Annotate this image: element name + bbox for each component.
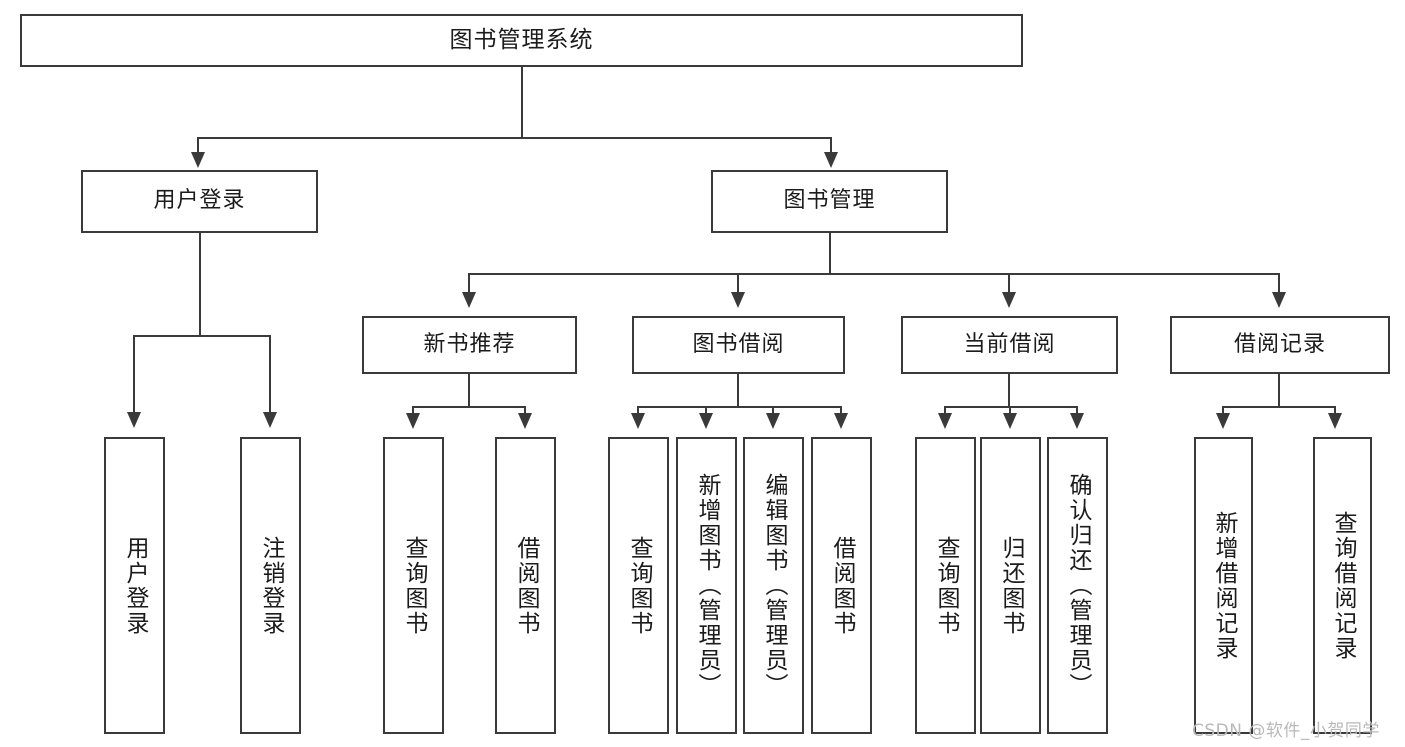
connector-to-borrow-record	[1278, 273, 1280, 298]
node-label: 注销登录	[257, 535, 284, 636]
node-label: 借阅记录	[1233, 331, 1326, 357]
connector-root-stem	[521, 67, 523, 139]
node-label: 归还图书	[997, 535, 1024, 636]
connector-book-borrow-stem	[737, 374, 739, 408]
connector-book-borrow-leaf3	[772, 406, 774, 418]
leaf-current-borrow-confirm[interactable]: 确认归还（管理员）	[1047, 437, 1108, 734]
leaf-current-borrow-return[interactable]: 归还图书	[980, 437, 1041, 734]
connector-root-bus	[197, 137, 832, 139]
leaf-user-login-logout[interactable]: 注销登录	[240, 437, 301, 734]
leaf-book-borrow-borrow[interactable]: 借阅图书	[811, 437, 872, 734]
arrowhead-book-borrow	[731, 292, 745, 308]
leaf-book-borrow-query[interactable]: 查询图书	[608, 437, 669, 734]
connector-borrow-record-leaf1	[1222, 406, 1224, 418]
watermark-text: CSDN @软件_小贺同学	[1192, 721, 1380, 741]
connector-user-login-bus	[133, 335, 271, 337]
connector-new-book-leaf1	[412, 406, 414, 418]
connector-book-borrow-leaf1	[637, 406, 639, 418]
arrowhead-book-borrow-leaf1	[631, 413, 645, 429]
connector-current-borrow-leaf2	[1009, 406, 1011, 418]
connector-current-borrow-leaf3	[1076, 406, 1078, 418]
leaf-new-book-query[interactable]: 查询图书	[383, 437, 444, 734]
connector-book-borrow-leaf4	[840, 406, 842, 418]
arrowhead-user-login-leaf2	[263, 412, 277, 428]
arrowhead-book-borrow-leaf4	[834, 413, 848, 429]
node-label: 用户登录	[153, 188, 246, 214]
node-label: 查询图书	[625, 535, 652, 636]
leaf-borrow-record-query[interactable]: 查询借阅记录	[1313, 437, 1372, 734]
arrowhead-new-book-leaf1	[406, 413, 420, 429]
connector-new-book-bus	[412, 406, 526, 408]
node-label: 当前借阅	[963, 331, 1056, 357]
leaf-user-login-login[interactable]: 用户登录	[104, 437, 165, 734]
arrowhead-current-borrow-leaf3	[1070, 413, 1084, 429]
node-user-login[interactable]: 用户登录	[81, 170, 318, 233]
connector-new-book-leaf2	[524, 406, 526, 418]
leaf-book-borrow-add[interactable]: 新增图书（管理员）	[676, 437, 737, 734]
node-book-management[interactable]: 图书管理	[711, 170, 948, 233]
node-label: 查询借阅记录	[1329, 510, 1356, 661]
connector-to-book-manage	[830, 137, 832, 160]
connector-current-borrow-bus	[944, 406, 1078, 408]
node-new-book-recommend[interactable]: 新书推荐	[362, 316, 577, 374]
node-label: 新增图书（管理员）	[693, 473, 720, 698]
arrowhead-current-borrow-leaf2	[1003, 413, 1017, 429]
connector-level3-bus	[468, 273, 1280, 275]
connector-current-borrow-leaf1	[944, 406, 946, 418]
arrowhead-borrow-record	[1272, 292, 1286, 308]
connector-to-new-book	[468, 273, 470, 298]
node-label: 借阅图书	[512, 535, 539, 636]
node-root-system[interactable]: 图书管理系统	[20, 14, 1023, 67]
node-label: 查询图书	[932, 535, 959, 636]
connector-borrow-record-bus	[1222, 406, 1336, 408]
connector-borrow-record-stem	[1278, 374, 1280, 408]
arrowhead-borrow-record-leaf1	[1216, 413, 1230, 429]
connector-to-user-login	[197, 137, 199, 160]
arrowhead-new-book	[462, 292, 476, 308]
node-book-borrow[interactable]: 图书借阅	[632, 316, 845, 374]
connector-to-book-borrow	[737, 273, 739, 298]
node-borrow-record[interactable]: 借阅记录	[1170, 316, 1390, 374]
arrowhead-book-manage	[824, 152, 838, 168]
node-current-borrow[interactable]: 当前借阅	[901, 316, 1118, 374]
node-label: 图书管理	[783, 188, 876, 214]
leaf-new-book-borrow[interactable]: 借阅图书	[495, 437, 556, 734]
arrowhead-borrow-record-leaf2	[1328, 413, 1342, 429]
connector-book-manage-stem	[829, 233, 831, 275]
node-label: 查询图书	[400, 535, 427, 636]
arrowhead-new-book-leaf2	[518, 413, 532, 429]
connector-borrow-record-leaf2	[1334, 406, 1336, 418]
connector-user-login-leaf1	[133, 335, 135, 417]
node-label: 编辑图书（管理员）	[760, 473, 787, 698]
node-label: 用户登录	[121, 535, 148, 636]
node-label: 新书推荐	[423, 331, 516, 357]
leaf-book-borrow-edit[interactable]: 编辑图书（管理员）	[743, 437, 804, 734]
connector-new-book-stem	[468, 374, 470, 408]
connector-book-borrow-bus	[637, 406, 842, 408]
leaf-borrow-record-add[interactable]: 新增借阅记录	[1194, 437, 1253, 734]
connector-user-login-leaf2	[269, 335, 271, 417]
leaf-current-borrow-query[interactable]: 查询图书	[915, 437, 976, 734]
connector-to-current-borrow	[1008, 273, 1010, 298]
node-label: 图书管理系统	[449, 26, 594, 53]
node-label: 借阅图书	[828, 535, 855, 636]
connector-user-login-stem	[199, 233, 201, 337]
arrowhead-current-borrow-leaf1	[938, 413, 952, 429]
arrowhead-current-borrow	[1002, 292, 1016, 308]
arrowhead-book-borrow-leaf2	[699, 413, 713, 429]
node-label: 确认归还（管理员）	[1064, 473, 1091, 698]
node-label: 新增借阅记录	[1210, 510, 1237, 661]
node-label: 图书借阅	[692, 331, 785, 357]
arrowhead-user-login	[191, 152, 205, 168]
connector-book-borrow-leaf2	[705, 406, 707, 418]
arrowhead-user-login-leaf1	[127, 412, 141, 428]
connector-current-borrow-stem	[1008, 374, 1010, 408]
arrowhead-book-borrow-leaf3	[766, 413, 780, 429]
